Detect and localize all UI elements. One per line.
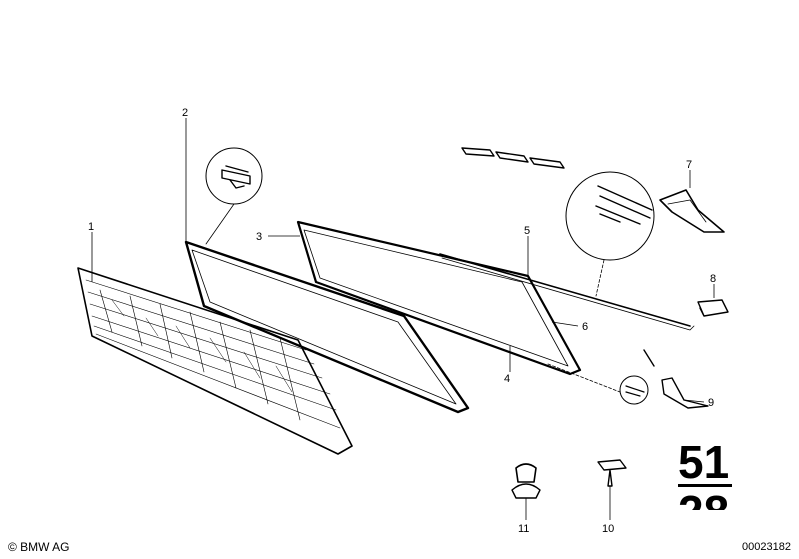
lower-corner-trim[interactable] xyxy=(547,349,709,409)
corner-trim-piece[interactable] xyxy=(659,189,725,233)
part-label-1: 1 xyxy=(88,221,94,233)
upper-trim-strip[interactable] xyxy=(439,253,695,331)
retaining-clip[interactable] xyxy=(697,299,729,317)
part-label-6: 6 xyxy=(582,321,588,333)
group-code-sub: 28 xyxy=(678,486,729,538)
detail-circle-clip xyxy=(205,147,263,245)
group-code-main: 51 xyxy=(678,436,729,488)
part-label-3: 3 xyxy=(256,231,262,243)
badge-segments[interactable] xyxy=(461,147,565,169)
push-rivet[interactable] xyxy=(511,463,541,499)
part-label-5: 5 xyxy=(524,225,530,237)
group-code-divider xyxy=(678,484,732,487)
window-gasket[interactable] xyxy=(184,240,470,414)
window-frame-seal[interactable] xyxy=(296,220,582,376)
part-label-10: 10 xyxy=(602,523,614,535)
part-label-8: 8 xyxy=(710,273,716,285)
group-code: 51 28 xyxy=(678,436,732,538)
image-number: 00023182 xyxy=(742,541,791,553)
t-clip[interactable] xyxy=(597,459,627,487)
copyright-text: © BMW AG xyxy=(8,540,70,554)
part-label-2: 2 xyxy=(182,107,188,119)
part-label-11: 11 xyxy=(518,523,529,535)
part-label-7: 7 xyxy=(686,159,692,171)
rear-window-glass[interactable] xyxy=(77,267,353,455)
detail-circle-corner xyxy=(565,171,655,297)
part-label-4: 4 xyxy=(504,373,510,385)
leader-lines xyxy=(91,118,715,520)
part-labels: 1 2 3 4 5 6 7 8 9 10 11 xyxy=(88,107,716,535)
part-label-9: 9 xyxy=(708,397,714,409)
